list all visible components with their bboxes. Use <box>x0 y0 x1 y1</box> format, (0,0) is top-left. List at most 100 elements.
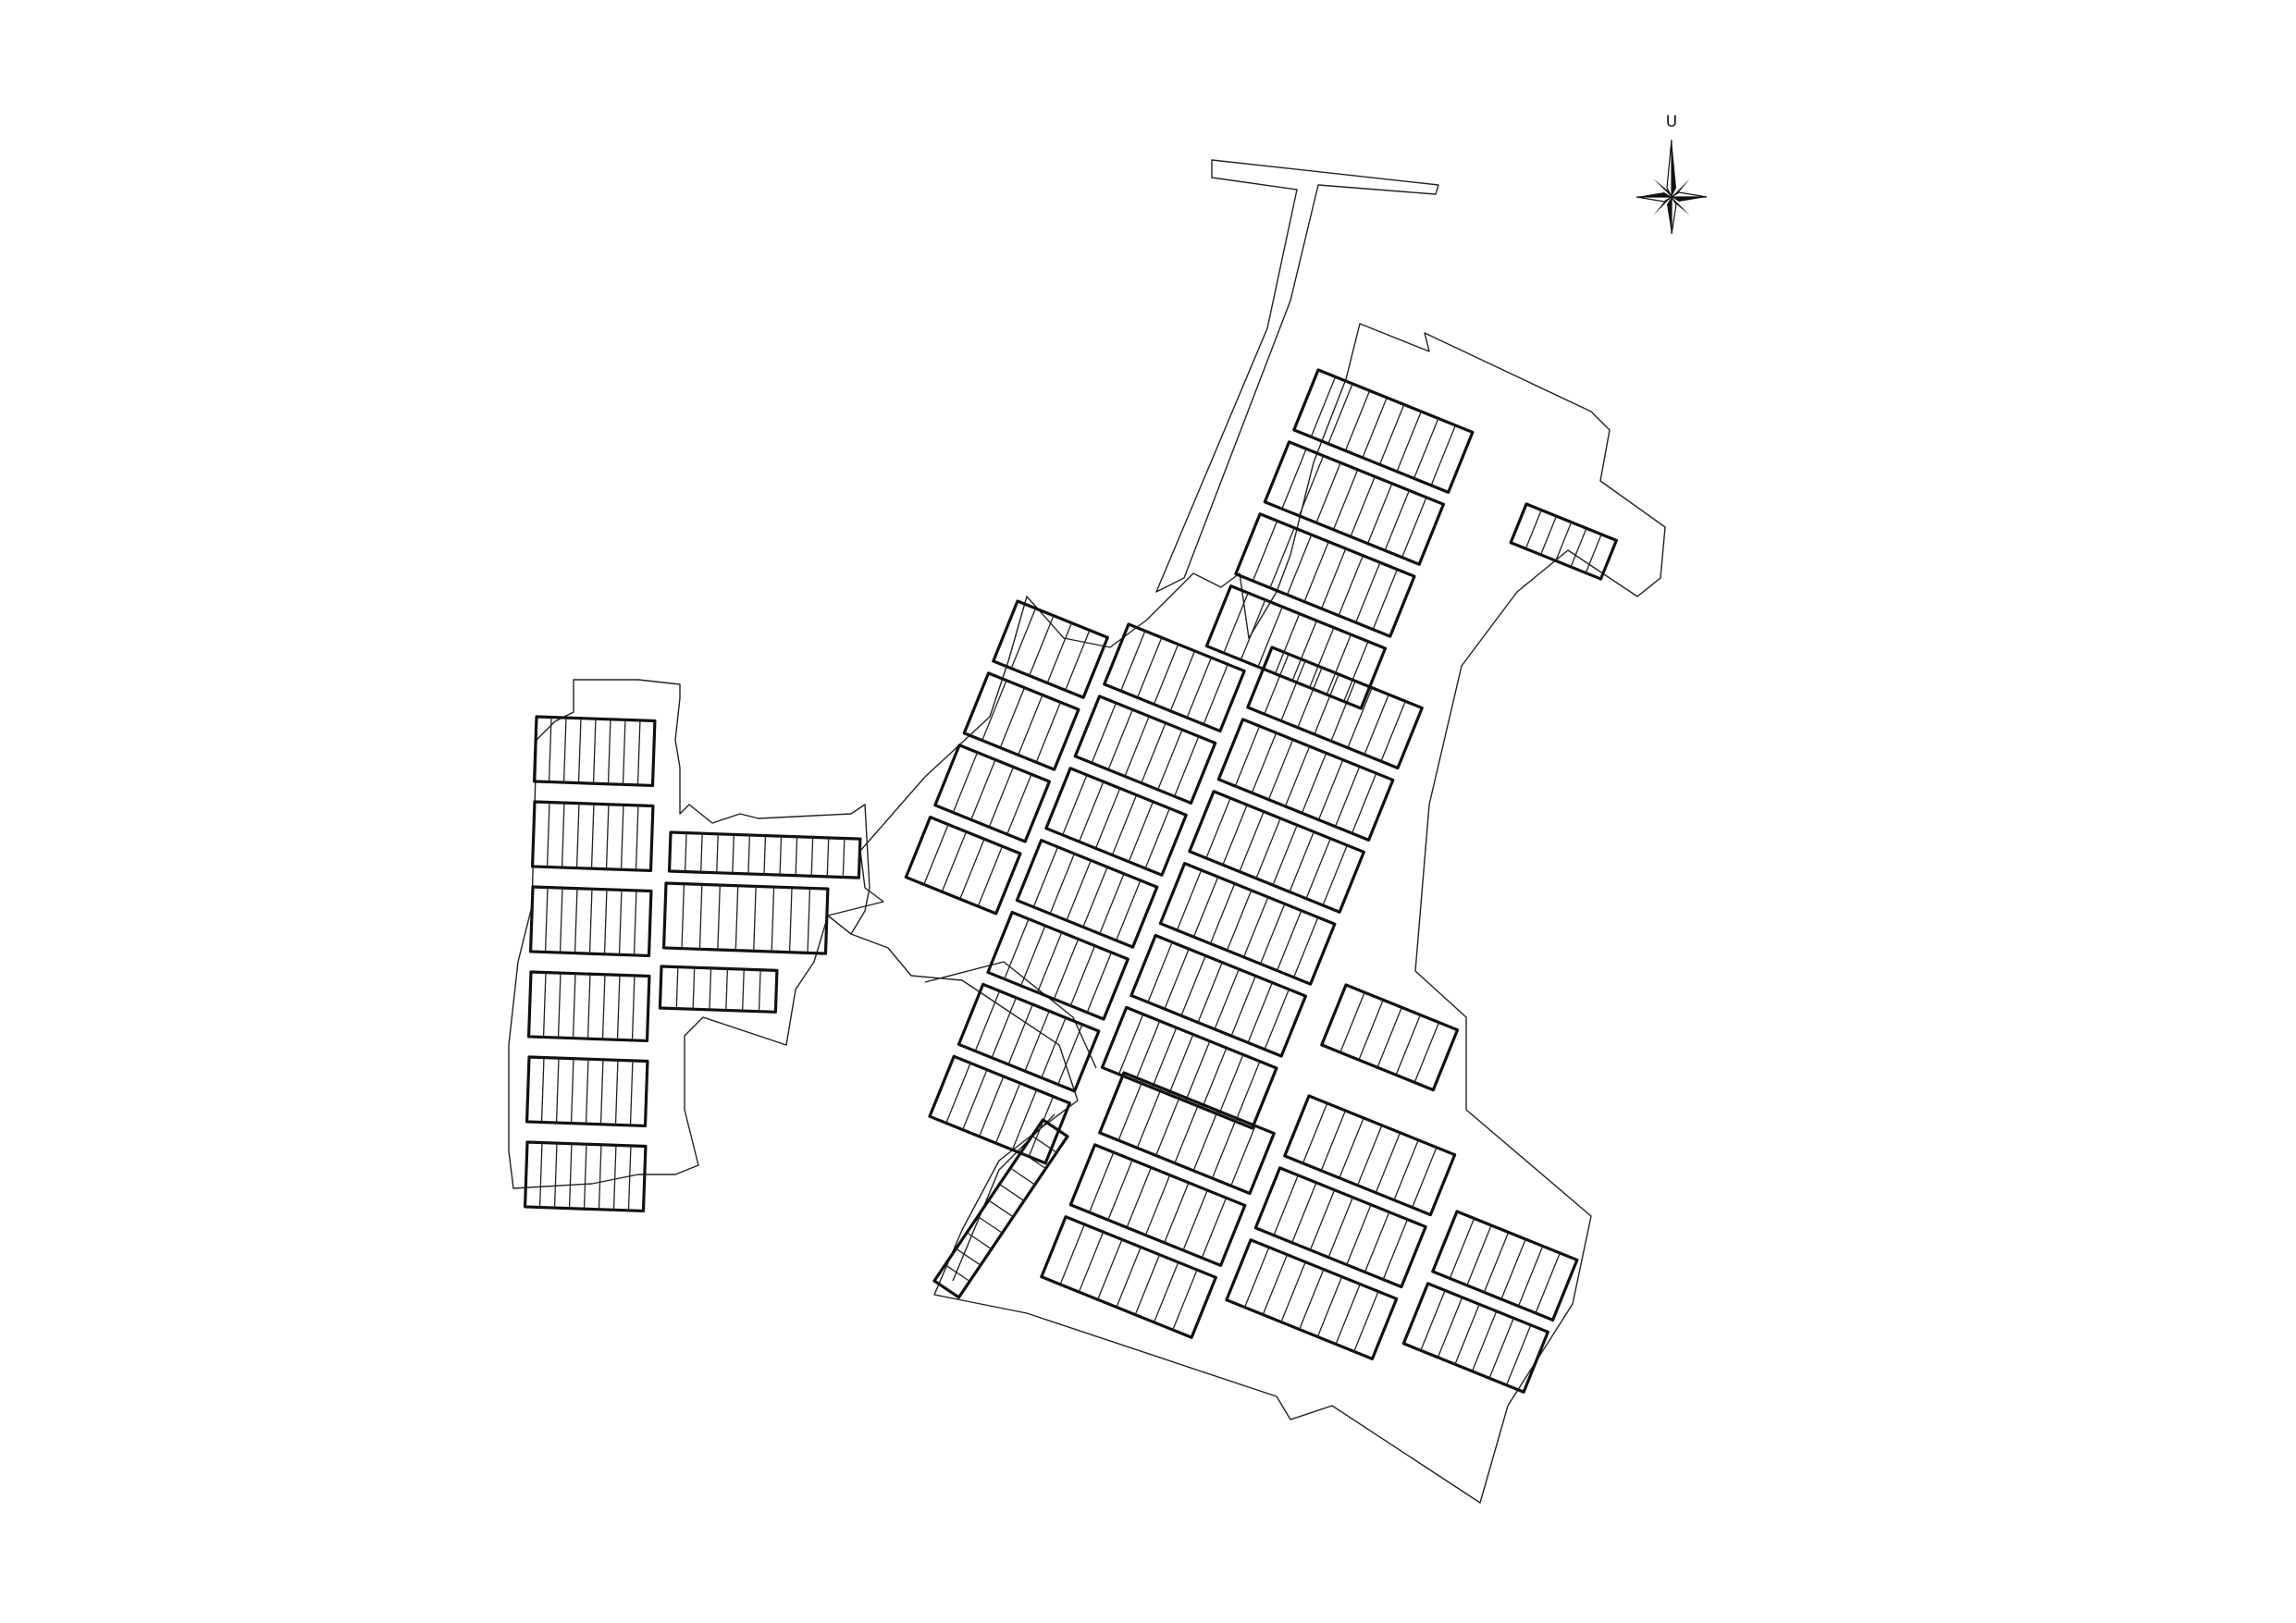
lot-divider <box>1335 1284 1361 1345</box>
lot-divider <box>1173 735 1200 797</box>
lot-divider <box>633 890 637 955</box>
lot-divider <box>1049 853 1075 915</box>
lot-divider <box>1007 1003 1033 1065</box>
lot-divider <box>583 1144 587 1210</box>
lot-divider <box>1315 462 1341 523</box>
lot-divider <box>763 835 767 875</box>
lot-divider <box>977 845 1004 907</box>
lot-divider <box>1330 681 1356 742</box>
lot-divider <box>1338 555 1364 616</box>
lot-divider <box>1303 541 1329 602</box>
block-outline <box>904 816 1022 916</box>
lot-divider <box>970 759 996 820</box>
lot-divider <box>1358 999 1384 1061</box>
lot-divider <box>988 1199 1014 1218</box>
lot-divider <box>1466 1224 1492 1286</box>
block-outline <box>1015 839 1159 949</box>
lot-divider <box>732 834 734 874</box>
lot-divider <box>1339 991 1365 1053</box>
block-outline <box>528 885 653 958</box>
lot-divider <box>1346 1204 1372 1265</box>
lot-divider <box>574 888 578 953</box>
lot-divider <box>561 803 565 868</box>
lot-divider <box>1382 1219 1409 1280</box>
lot-divider <box>570 1058 574 1124</box>
lot-divider <box>1182 1189 1208 1251</box>
lot-divider <box>1247 982 1273 1043</box>
lot-divider <box>1362 397 1388 459</box>
block-outline <box>1292 368 1475 494</box>
block-outline <box>1158 862 1337 986</box>
lot-divider <box>1314 673 1339 735</box>
block-outline <box>1068 1143 1247 1267</box>
lot-divider <box>616 975 621 1040</box>
lot-divider <box>1264 989 1290 1050</box>
lot-divider <box>1004 918 1030 979</box>
lot-divider <box>966 1232 993 1250</box>
lot-divider <box>788 887 793 953</box>
lot-divider <box>1320 547 1347 609</box>
lot-divider <box>716 833 719 873</box>
lot-divider <box>698 884 703 950</box>
lot-divider <box>1375 1132 1401 1193</box>
lot-divider <box>1332 469 1359 530</box>
lot-divider <box>1028 1096 1055 1157</box>
lot-divider <box>959 839 985 900</box>
lot-divider <box>1344 390 1371 451</box>
block-outline <box>525 1055 649 1128</box>
lot-divider <box>1141 722 1167 783</box>
lot-divider <box>607 719 611 784</box>
north-arrow-compass-rose-icon <box>1636 139 1708 235</box>
lot-divider <box>1364 1211 1390 1273</box>
lot-divider <box>1301 753 1327 814</box>
block-outline <box>933 744 1052 843</box>
lot-divider <box>1134 1020 1161 1082</box>
lot-divider <box>1339 1117 1364 1179</box>
lot-divider <box>1172 1269 1198 1331</box>
lot-divider <box>1378 404 1405 465</box>
north-label: U <box>1666 113 1677 131</box>
lot-divider <box>1356 1125 1383 1186</box>
lot-divider <box>568 1143 573 1209</box>
lot-divider <box>1500 1238 1526 1300</box>
lot-divider <box>1164 948 1190 1010</box>
lot-divider <box>1099 873 1125 934</box>
lot-divider <box>1488 1318 1514 1379</box>
lot-divider <box>1167 1034 1194 1095</box>
lot-divider <box>1136 1088 1163 1149</box>
lot-divider <box>1024 1011 1050 1072</box>
lot-divider <box>826 837 830 877</box>
lot-divider <box>1347 687 1373 748</box>
lot-divider <box>1029 615 1055 676</box>
lot-divider <box>1192 1110 1219 1172</box>
lot-divider <box>1157 729 1183 791</box>
lot-divider <box>1286 534 1313 596</box>
lot-divider <box>1116 879 1142 941</box>
access-road-outline <box>1155 159 1439 593</box>
lot-divider <box>538 1142 543 1208</box>
lot-divider <box>1585 534 1602 573</box>
lot-divider <box>1235 1061 1261 1122</box>
lot-divider <box>1230 1125 1256 1187</box>
lot-divider <box>1255 818 1281 879</box>
lot-divider <box>981 680 1007 741</box>
lot-divider <box>1273 1174 1299 1236</box>
lot-divider <box>1535 1252 1561 1314</box>
lot-divider <box>1471 1310 1498 1371</box>
lot-divider <box>1057 1024 1083 1085</box>
lot-divider <box>1046 622 1073 683</box>
lot-divider <box>1032 846 1059 908</box>
lot-divider <box>1239 811 1265 872</box>
residential-blocks <box>523 368 1618 1394</box>
lot-divider <box>999 1184 1025 1201</box>
lot-divider <box>1320 1110 1347 1172</box>
lot-divider <box>681 883 685 949</box>
lot-divider <box>1262 1254 1289 1315</box>
lot-divider <box>747 834 751 874</box>
lot-divider <box>1134 1254 1161 1315</box>
lot-divider <box>588 889 593 954</box>
lot-divider <box>1267 739 1294 800</box>
lot-divider <box>842 838 846 878</box>
lot-divider <box>1211 1117 1238 1179</box>
